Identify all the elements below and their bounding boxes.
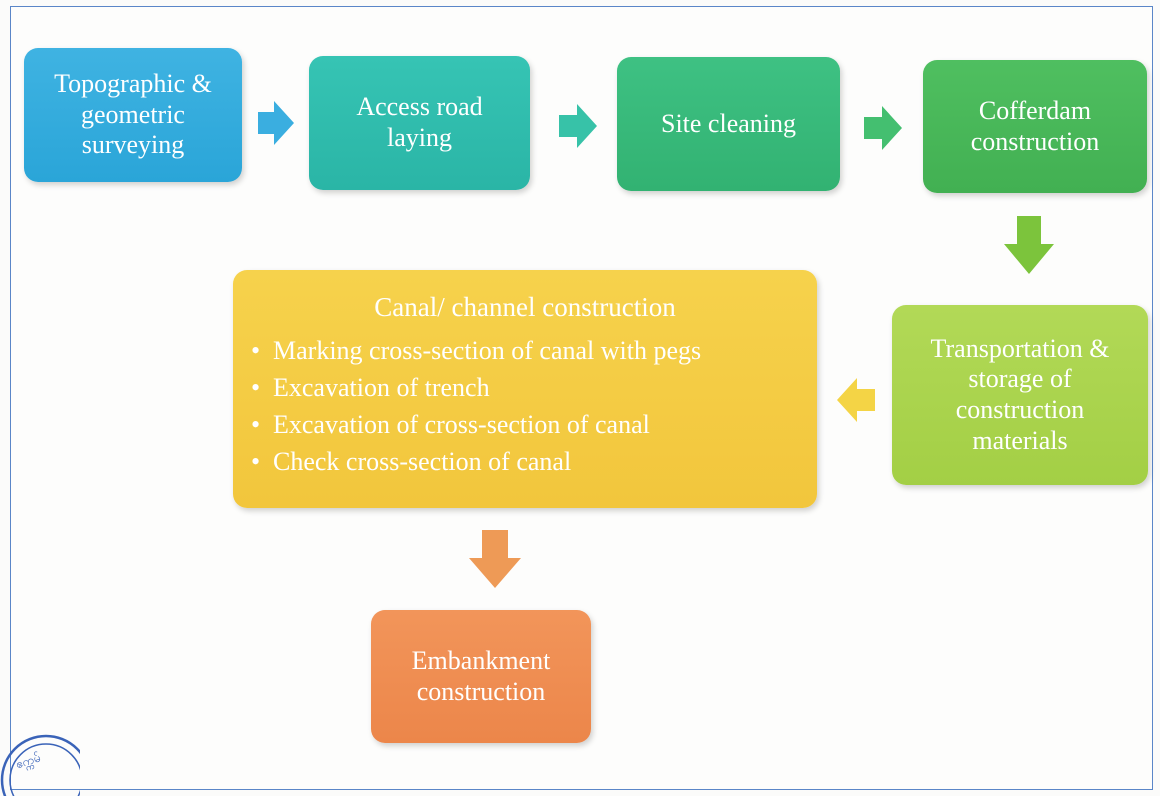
step-3-line-1: Site cleaning (660, 108, 796, 138)
canal-bullet-list: • Marking cross-section of canal with peg… (249, 332, 701, 481)
step-2-line-2: laying (387, 122, 452, 152)
bullet-dot: • (251, 447, 261, 477)
canal-bullet-text: Check cross-section of canal (273, 447, 572, 477)
stamp-seal-icon: ဧက္ကမ် (0, 734, 80, 796)
canal-bullet-item: • Marking cross-section of canal with peg… (249, 332, 701, 369)
arrow-down-2 (469, 530, 521, 588)
canal-bullet-item: • Excavation of cross-section of canal (249, 406, 701, 443)
step-5-line-4: materials (972, 425, 1068, 455)
step-5-line-3: construction (955, 395, 1085, 424)
step-4-line-2: construction (970, 126, 1100, 156)
arrow-down-1 (1004, 216, 1054, 274)
step-4-line-1: Cofferdam (978, 95, 1092, 125)
arrow-right-1 (258, 101, 294, 145)
canal-bullet-text: Excavation of trench (273, 373, 490, 403)
step-7-line-1: Embankment (411, 645, 551, 675)
step-1-line-2: geometric (81, 99, 185, 129)
step-1-line-1: Topographic & (54, 68, 212, 98)
step-topographic-surveying: Topographic & geometric surveying (24, 48, 242, 182)
bullet-dot: • (251, 410, 261, 440)
bullet-dot: • (251, 373, 261, 403)
step-site-cleaning: Site cleaning (617, 57, 840, 191)
arrow-left-1 (837, 378, 875, 422)
step-7-line-2: construction (416, 676, 546, 706)
step-1-line-3: surveying (81, 130, 185, 160)
step-5-line-1: Transportation & (930, 333, 1110, 363)
step-cofferdam-construction: Cofferdam construction (923, 60, 1147, 193)
step-canal-construction: Canal/ channel construction • Marking cro… (233, 270, 817, 508)
step-access-road-laying: Access road laying (309, 56, 530, 190)
canal-bullet-item: • Excavation of trench (249, 369, 701, 406)
svg-text:ဧက္ကမ်: ဧက္ကမ် (14, 749, 44, 774)
canal-bullet-item: • Check cross-section of canal (249, 443, 701, 480)
canal-bullet-text: Excavation of cross-section of canal (273, 410, 650, 440)
canal-bullet-text: Marking cross-section of canal with pegs (273, 335, 702, 365)
bullet-dot: • (251, 335, 261, 365)
step-5-line-2: storage of (968, 364, 1072, 394)
arrow-right-3 (864, 106, 902, 150)
arrow-right-2 (559, 104, 597, 148)
step-transportation-storage: Transportation & storage of construction… (892, 305, 1148, 485)
canal-title: Canal/ channel construction (374, 292, 676, 322)
step-embankment-construction: Embankment construction (371, 610, 591, 743)
step-2-line-1: Access road (356, 92, 483, 121)
